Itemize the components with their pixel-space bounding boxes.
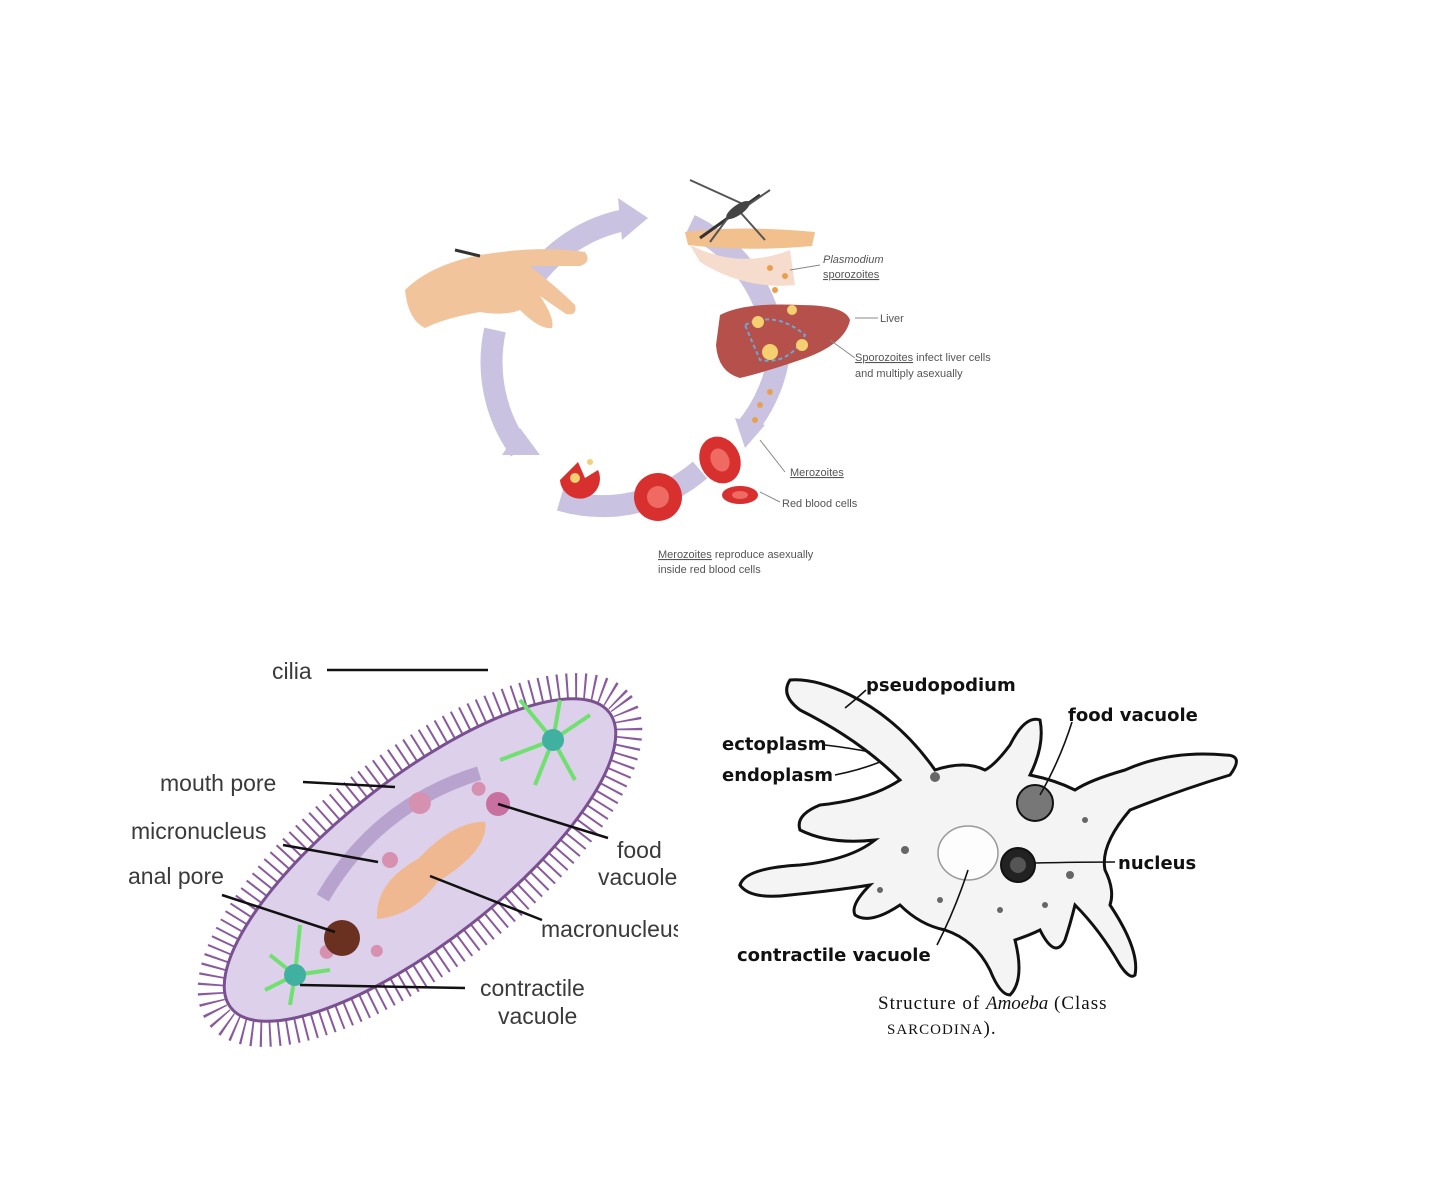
- label-merozoites: Merozoites: [790, 467, 844, 479]
- svg-text:vacuole: vacuole: [498, 1003, 577, 1029]
- label-contractile-vacuole-1: contractile: [480, 975, 585, 1001]
- label-food-vacuole: food vacuole: [1068, 705, 1198, 726]
- svg-text:contractile vacuole: contractile vacuole: [737, 945, 931, 966]
- svg-text:Plasmodium: Plasmodium: [823, 254, 884, 266]
- red-blood-cell-icon: [560, 436, 758, 521]
- svg-text:food vacuole: food vacuole: [1068, 705, 1198, 726]
- label-red-blood-cells: Red blood cells: [782, 498, 858, 510]
- svg-text:food: food: [617, 837, 662, 863]
- label-contractile-vacuole: contractile vacuole: [737, 945, 931, 966]
- malaria-leader-lines: [759, 264, 878, 503]
- label-sporozoites-infect-2: and multiply asexually: [855, 368, 963, 380]
- svg-text:macronucleus: macronucleus: [541, 916, 684, 942]
- mosquito-icon: [685, 179, 815, 286]
- label-liver: Liver: [880, 313, 904, 325]
- paramecium-body: [197, 673, 643, 1047]
- label-merozoites-reproduce-2: inside red blood cells: [658, 564, 761, 576]
- amoeba-contractile-vacuole: [937, 825, 999, 881]
- amoeba-leader-lines: [824, 689, 1116, 946]
- label-nucleus: nucleus: [1118, 853, 1196, 874]
- hand-icon: [405, 248, 588, 329]
- svg-text:Liver: Liver: [880, 313, 904, 325]
- svg-text:Red blood cells: Red blood cells: [782, 498, 858, 510]
- svg-text:inside red blood cells: inside red blood cells: [658, 564, 761, 576]
- svg-text:endoplasm: endoplasm: [722, 765, 833, 786]
- label-sporozoites: sporozoites: [823, 269, 880, 281]
- liver-icon: [716, 304, 850, 378]
- label-plasmodium: Plasmodium: [823, 254, 884, 266]
- svg-text:sporozoites: sporozoites: [823, 269, 880, 281]
- amoeba-caption-line-2: Sarcodina).: [887, 1018, 997, 1039]
- amoeba-caption-line-1: Structure of Amoeba (Class: [878, 993, 1108, 1014]
- label-merozoites-reproduce-1: Merozoites reproduce asexually: [658, 549, 814, 561]
- amoeba-food-vacuole: [1016, 784, 1054, 822]
- svg-text:ectoplasm: ectoplasm: [722, 734, 827, 755]
- contractile-vacuole-top: [499, 698, 592, 786]
- label-sporozoites-infect-1: Sporozoites infect liver cells: [855, 352, 991, 364]
- paramecium-diagram: cilia mouth pore micronucleus anal pore …: [128, 658, 684, 1047]
- amoeba-texture: [877, 772, 1088, 913]
- svg-text:nucleus: nucleus: [1118, 853, 1196, 874]
- svg-text:anal pore: anal pore: [128, 863, 224, 889]
- label-mouth-pore: mouth pore: [160, 770, 276, 796]
- label-food-vacuole-2: vacuole: [598, 864, 677, 890]
- label-macronucleus: macronucleus: [541, 916, 684, 942]
- label-ectoplasm: ectoplasm: [722, 734, 827, 755]
- svg-text:Merozoites: Merozoites: [790, 467, 844, 479]
- amoeba-diagram: pseudopodium food vacuole ectoplasm endo…: [722, 675, 1238, 1039]
- svg-text:cilia: cilia: [272, 658, 312, 684]
- label-contractile-vacuole-2: vacuole: [498, 1003, 577, 1029]
- svg-text:vacuole: vacuole: [598, 864, 677, 890]
- label-food-vacuole-1: food: [617, 837, 662, 863]
- svg-text:pseudopodium: pseudopodium: [866, 675, 1016, 696]
- paramecium-label-clip: food vacuole macronucleus: [541, 837, 684, 942]
- label-pseudopodium: pseudopodium: [866, 675, 1016, 696]
- svg-text:and multiply asexually: and multiply asexually: [855, 368, 963, 380]
- contractile-vacuole-bottom: [264, 924, 331, 1006]
- svg-text:mouth pore: mouth pore: [160, 770, 276, 796]
- label-micronucleus: micronucleus: [131, 818, 267, 844]
- svg-text:contractile: contractile: [480, 975, 585, 1001]
- label-cilia: cilia: [272, 658, 312, 684]
- malaria-life-cycle: Plasmodium sporozoites Liver Sporozoites…: [405, 179, 991, 576]
- label-endoplasm: endoplasm: [722, 765, 833, 786]
- paramecium-leader-lines: [221, 668, 609, 990]
- label-anal-pore: anal pore: [128, 863, 224, 889]
- svg-text:micronucleus: micronucleus: [131, 818, 267, 844]
